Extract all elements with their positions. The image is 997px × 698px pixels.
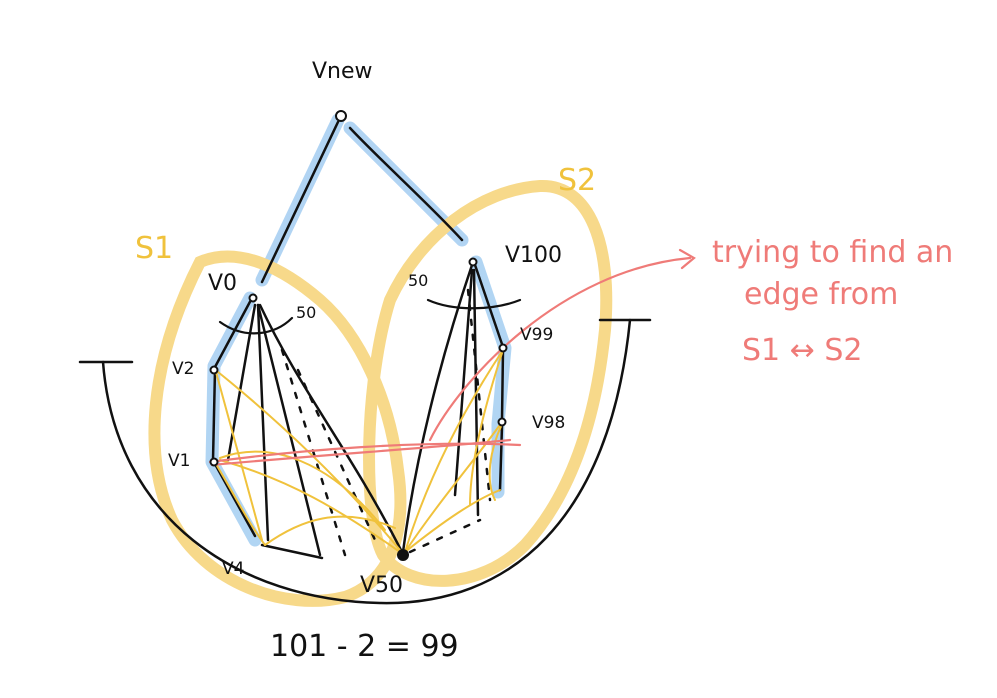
dot-vnew [335, 110, 347, 122]
annotation-line-1: trying to find an [712, 235, 953, 270]
dot-v100 [468, 257, 478, 267]
yellow-v4-v50 [264, 515, 396, 546]
red-v1-to-right-2 [210, 438, 512, 467]
label-vnew: Vnew [312, 59, 373, 84]
dashed-left-1 [280, 348, 347, 557]
annotation-edges [208, 248, 696, 467]
yellow-v2-v50 [217, 371, 401, 551]
red-arrowhead [678, 248, 696, 270]
edge-vnew-v0 [260, 120, 340, 284]
label-v98: V98 [532, 413, 565, 433]
edge-v100-v50 [401, 263, 474, 554]
annotation-line-3: S1 ↔ S2 [742, 333, 862, 368]
equation: 101 - 2 = 99 [270, 629, 459, 664]
edge-v4-v50 [260, 543, 324, 560]
red-annotation-arrow [428, 256, 692, 442]
edge-v99-v98 [500, 348, 505, 422]
yellow-v98-down [488, 423, 503, 501]
bottom-arc [101, 318, 632, 605]
degree-mark-left: 50 [296, 303, 316, 322]
yellow-v2-v4 [215, 371, 263, 541]
edge-v2-v1 [211, 368, 217, 462]
dot-v99 [498, 343, 508, 353]
s1-outline [148, 250, 407, 607]
vertex-dots [209, 110, 508, 561]
dot-v98 [497, 417, 507, 427]
label-v2: V2 [172, 359, 194, 379]
yellow-v1-mid [219, 450, 386, 531]
yellow-v50-r1 [404, 489, 501, 553]
label-v4: V4 [222, 559, 244, 579]
arc-v100 [426, 298, 522, 310]
edge-vnew-v100 [348, 126, 464, 242]
label-s1: S1 [135, 231, 173, 266]
yellow-v50-v98 [404, 421, 503, 553]
dot-v2 [209, 365, 219, 375]
dashed-right-bottom [408, 518, 482, 554]
yellow-v50-v99 [404, 349, 504, 553]
edge-v0-fan-3 [256, 303, 322, 557]
degree-arcs [218, 298, 522, 335]
clique-edges [215, 349, 504, 553]
dashed-right-fan [466, 288, 492, 502]
annotation-line-2: edge from [744, 277, 898, 312]
label-v99: V99 [520, 325, 553, 345]
label-v1: V1 [168, 451, 190, 471]
edge-v98-down [498, 424, 504, 492]
yellow-v1-v50 [219, 459, 401, 553]
outer-bracket [78, 318, 652, 605]
dot-v0 [248, 293, 258, 303]
arc-v0 [218, 316, 294, 335]
label-v0: V0 [208, 271, 237, 296]
label-v50: V50 [360, 573, 403, 598]
label-s2: S2 [558, 163, 596, 198]
edge-v1-v4 [213, 462, 257, 538]
edge-v0-fan-2 [256, 303, 270, 542]
dot-v50 [397, 549, 409, 561]
yellow-v1-v4 [215, 463, 266, 546]
edge-v0-fan-4 [258, 303, 404, 554]
edge-v100-v99 [472, 260, 505, 349]
degree-mark-right: 50 [408, 271, 428, 290]
dot-v1 [209, 457, 219, 467]
label-v100: V100 [505, 243, 562, 268]
yellow-v99-down [469, 349, 504, 506]
edge-v0-v2 [213, 296, 254, 369]
